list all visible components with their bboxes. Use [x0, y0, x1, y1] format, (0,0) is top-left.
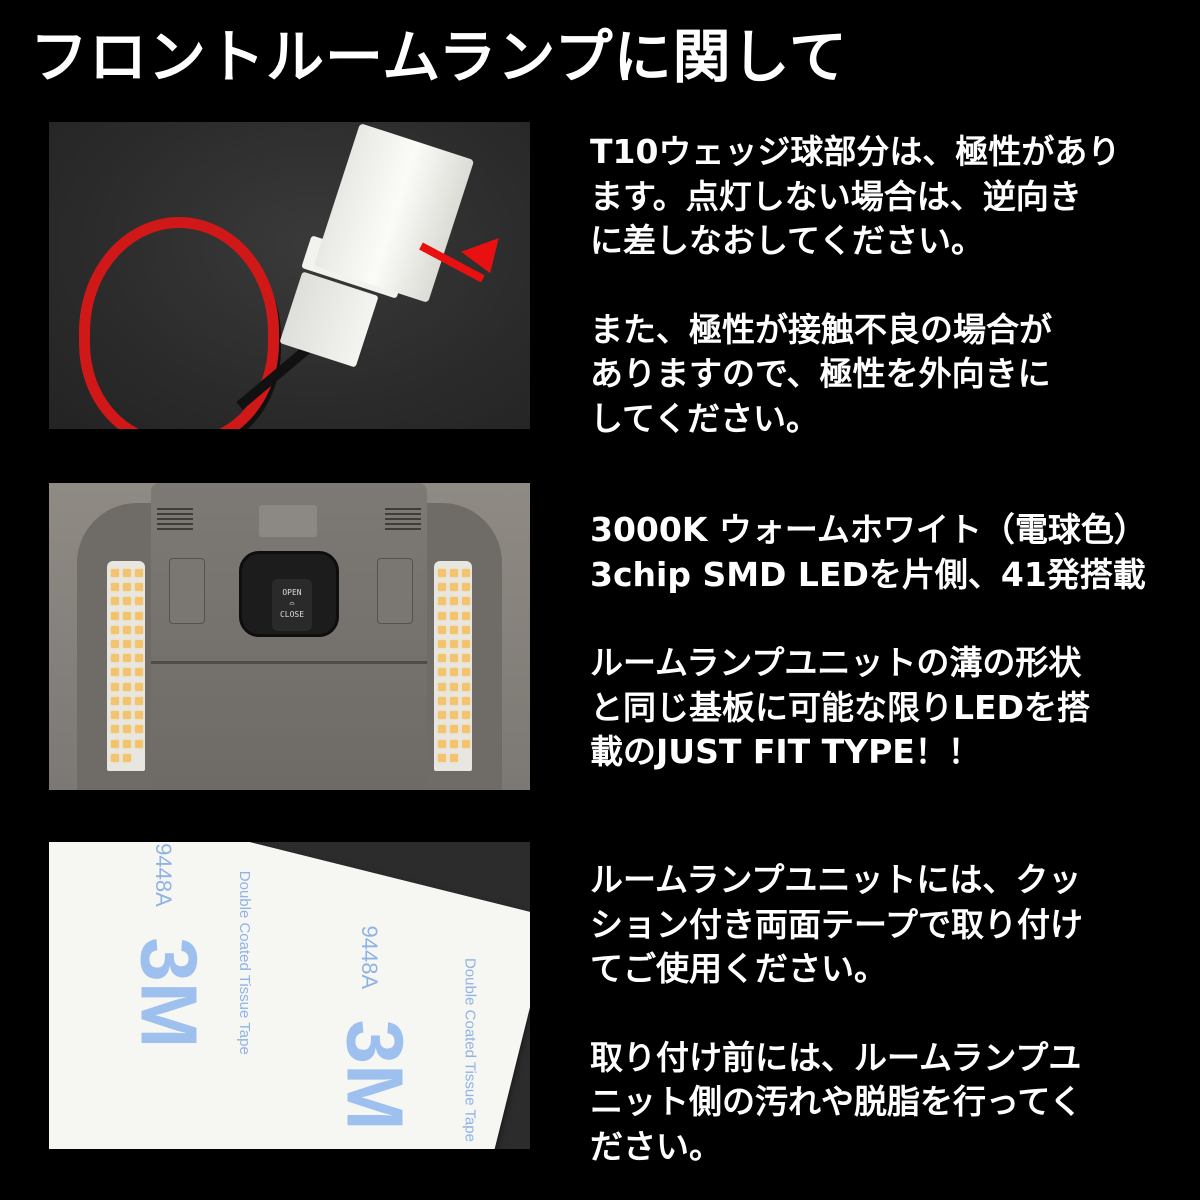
text-line: T10ウェッジ球部分は、極性があり — [590, 132, 1121, 171]
text-line: ション付き両面テープで取り付け — [590, 904, 1084, 944]
text-line: と同じ基板に可能な限りLEDを搭 — [590, 687, 1090, 727]
door-switch-panel: OPEN ⌓ CLOSE — [239, 551, 339, 637]
text-line: 3000K ウォームホワイト（電球色） — [590, 510, 1147, 549]
description-polarity: T10ウェッジ球部分は、極性があり ます。点灯しない場合は、逆向き に差しなおし… — [590, 130, 1190, 441]
led-board-right — [434, 561, 472, 771]
logo-3m: 3M — [124, 937, 214, 1049]
vent-grille-left — [157, 508, 193, 533]
description-led-spec: 3000K ウォームホワイト（電球色） 3chip SMD LEDを片側、41発… — [590, 508, 1190, 775]
tape-print-text: Double Coated Tissue Tape — [461, 957, 479, 1142]
page-title: フロントルームランプに関して — [30, 23, 848, 91]
text-line: ます。点灯しない場合は、逆向き — [590, 176, 1082, 216]
logo-3m: 3M — [330, 1019, 420, 1131]
switch-open-label: OPEN — [282, 588, 302, 597]
tape-sheet: 3M 3M 9448A 9448A Double Coated Tissue T… — [49, 842, 530, 1149]
car-icon: ⌓ — [289, 599, 295, 608]
door-switch-center: OPEN ⌓ CLOSE — [272, 579, 312, 631]
photo-3m-tape: 3M 3M 9448A 9448A Double Coated Tissue T… — [49, 842, 530, 1149]
text-line: てご使用ください。 — [590, 949, 887, 988]
led-board-left — [107, 561, 145, 771]
wire-icon — [79, 217, 279, 429]
switch-close-label: CLOSE — [279, 610, 305, 619]
text-line: また、極性が接触不良の場合が — [590, 309, 1052, 349]
text-line: 載のJUST FIT TYPE！！ — [590, 732, 981, 771]
photo-wedge-bulb — [49, 122, 530, 429]
text-line: してください。 — [590, 398, 820, 438]
description-mounting: ルームランプユニットには、クッ ション付き両面テープで取り付け てご使用ください… — [590, 858, 1190, 1169]
text-line: に差しなおしてください。 — [590, 221, 985, 260]
text-line: 3chip SMD LEDを片側、41発搭載 — [590, 554, 1146, 594]
text-line: ルームランプユニットには、クッ — [590, 860, 1082, 899]
text-line: 取り付け前には、ルームランプユ — [590, 1037, 1082, 1077]
product-code: 9448A — [150, 843, 176, 907]
text-line: ニット側の汚れや脱脂を行ってく — [590, 1082, 1083, 1121]
side-button-right — [377, 558, 413, 624]
photo-room-lamp: OPEN ⌓ CLOSE — [49, 483, 530, 790]
vent-grille-right — [385, 508, 421, 533]
side-button-left — [169, 558, 205, 624]
text-line: ルームランプユニットの溝の形状 — [590, 643, 1082, 682]
map-light-switch — [259, 505, 317, 537]
text-line: ださい。 — [590, 1126, 722, 1166]
text-line: ありますので、極性を外向きに — [590, 354, 1051, 393]
arrow-head-icon — [461, 238, 509, 280]
product-code: 9448A — [357, 925, 383, 990]
tape-print-text: Double Coated Tissue Tape — [235, 870, 253, 1055]
lid-seam — [151, 661, 427, 664]
